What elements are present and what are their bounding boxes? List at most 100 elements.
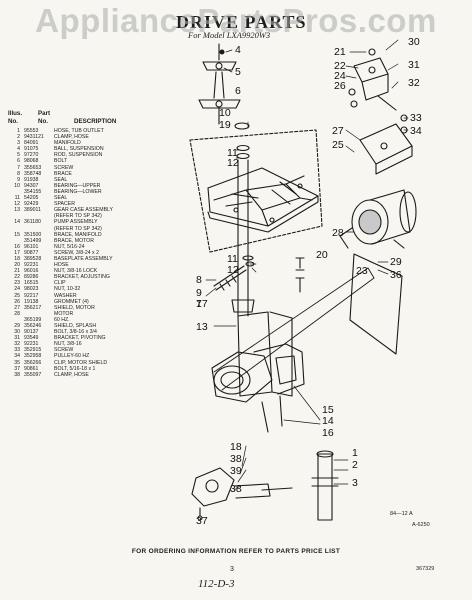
callout-19: 19 xyxy=(219,119,231,131)
document-number: 367329 xyxy=(416,566,435,572)
parts-cell-desc: BASEPLATE ASSEMBLY xyxy=(54,255,113,262)
parts-cell-part: 54205 xyxy=(24,195,39,202)
parts-list-row: 354155 BEARING—LOWER xyxy=(8,189,178,195)
callout-34: 34 xyxy=(410,125,422,137)
callout-5: 5 xyxy=(235,66,241,78)
parts-cell-desc: CLIP, MOTOR SHIELD xyxy=(54,359,108,366)
handwritten-code: 112-D-3 xyxy=(198,578,235,590)
parts-cell-no: 24 xyxy=(14,286,20,293)
parts-cell-part: 89286 xyxy=(24,274,39,281)
parts-cell-no: 34 xyxy=(14,353,20,360)
parts-cell-part: 365199 xyxy=(24,316,42,323)
parts-cell-no: 30 xyxy=(14,329,20,336)
motor xyxy=(339,189,417,249)
parts-cell-part: 90137 xyxy=(24,329,39,336)
callout-38a: 38 xyxy=(230,453,242,465)
parts-cell-no: 21 xyxy=(14,268,20,275)
parts-cell-desc: SEAL xyxy=(54,176,68,183)
callout-37: 37 xyxy=(196,515,208,527)
parts-list-row: (REFER TO SP 342) xyxy=(8,226,178,232)
parts-cell-part: 351499 xyxy=(24,237,42,244)
callout-3: 3 xyxy=(352,477,358,489)
callout-30: 30 xyxy=(408,36,420,48)
callout-32: 32 xyxy=(408,77,420,89)
parts-cell-desc: WASHER xyxy=(54,292,77,299)
spacer-bolts xyxy=(242,255,305,293)
parts-cell-desc: ROD, SUSPENSION xyxy=(54,152,103,159)
parts-cell-part: 90861 xyxy=(24,365,39,372)
parts-cell-desc: GEAR CASE ASSEMBLY xyxy=(54,207,114,214)
parts-cell-no: 17 xyxy=(14,249,20,256)
parts-cell-desc: BEARING—LOWER xyxy=(54,188,102,195)
page-title: DRIVE PARTS xyxy=(176,12,307,32)
callout-14: 14 xyxy=(322,415,334,427)
parts-cell-desc: PUMP ASSEMBLY xyxy=(54,219,98,226)
header-no2: No. xyxy=(38,118,48,125)
parts-cell-no: 2 xyxy=(17,134,20,141)
parts-cell-part: 94307 xyxy=(24,182,39,189)
parts-cell-desc: BOLT, 3/8-16 x 3/4 xyxy=(54,329,97,336)
parts-cell-no: 37 xyxy=(14,365,20,372)
callout-12b: 12 xyxy=(227,264,239,276)
callout-1: 1 xyxy=(352,447,358,459)
parts-cell-no: 26 xyxy=(14,298,20,305)
callout-21: 21 xyxy=(334,46,346,58)
callout-23: 23 xyxy=(356,265,368,277)
parts-cell-part: 92217 xyxy=(24,292,39,299)
parts-cell-desc: SHIELD, SPLASH xyxy=(54,323,97,329)
parts-cell-desc: (REFER TO SP 342) xyxy=(54,225,102,232)
frame-outline xyxy=(189,129,323,253)
callout-24: 24 xyxy=(334,70,346,82)
parts-cell-part: 90877 xyxy=(24,249,39,256)
parts-cell-no: 31 xyxy=(14,335,20,342)
parts-cell-no: 38 xyxy=(14,371,20,378)
callout-20: 20 xyxy=(316,249,328,261)
parts-cell-part: 93549 xyxy=(24,335,39,342)
parts-cell-no: 7 xyxy=(17,164,20,171)
baseplate xyxy=(207,167,319,233)
callout-29: 29 xyxy=(390,256,402,268)
parts-cell-desc: BRACE, MOTOR xyxy=(54,237,94,244)
parts-cell-no: 9 xyxy=(17,176,20,183)
page-number: 3 xyxy=(230,566,234,573)
parts-cell-part: 354155 xyxy=(24,188,42,195)
parts-cell-desc: CLIP xyxy=(54,280,66,287)
callout-11b: 11 xyxy=(227,253,238,265)
callout-28: 28 xyxy=(332,227,344,239)
parts-cell-desc: BRACE, MANIFOLD xyxy=(54,231,102,238)
callout-13: 13 xyxy=(196,321,208,333)
parts-cell-no: 18 xyxy=(14,255,20,262)
callout-7: 7 xyxy=(196,298,202,310)
callout-17: 17 xyxy=(196,298,208,310)
parts-cell-no: 11 xyxy=(14,195,20,202)
parts-cell-desc: NUT, 10-32 xyxy=(54,286,81,293)
parts-cell-desc: HOSE, TUB OUTLET xyxy=(54,128,104,134)
parts-cell-no: 20 xyxy=(14,262,20,269)
callout-36: 36 xyxy=(390,269,402,281)
parts-cell-part: 96101 xyxy=(24,243,39,250)
parts-cell-desc: SCREW xyxy=(54,347,74,354)
parts-cell-part: 92231 xyxy=(24,341,39,348)
parts-cell-part: 355653 xyxy=(24,164,42,171)
drive-shaft xyxy=(231,159,255,317)
callout-18: 18 xyxy=(230,441,242,453)
callout-26: 26 xyxy=(334,80,346,92)
parts-cell-no: 14 xyxy=(14,219,20,226)
parts-cell-desc: MANIFOLD xyxy=(54,140,81,147)
parts-list-row: 351499 BRACE, MOTOR xyxy=(8,238,178,244)
